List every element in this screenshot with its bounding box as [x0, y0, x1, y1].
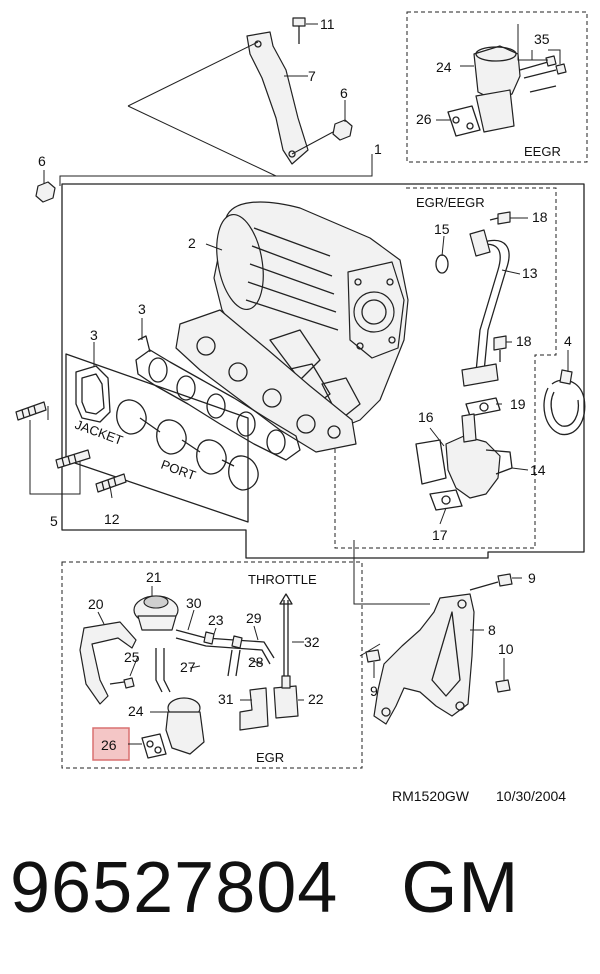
leaders	[43, 23, 569, 745]
callout-26-egr: 26	[101, 737, 117, 753]
callout-27: 27	[180, 659, 196, 675]
gasket-sub-frame	[65, 353, 249, 523]
stud-5-a	[15, 401, 47, 421]
label-eegr: EEGR	[524, 144, 561, 159]
egr-valve-14	[445, 413, 513, 499]
callout-22: 22	[308, 691, 324, 707]
eegr-bolts-35	[519, 55, 567, 93]
callout-32: 32	[304, 634, 320, 650]
bolt-10	[495, 679, 511, 693]
gasket-jacket	[75, 365, 111, 423]
callout-9-right: 9	[528, 570, 536, 586]
callout-31: 31	[218, 691, 234, 707]
callout-12: 12	[104, 511, 120, 527]
brand: GM	[401, 848, 520, 928]
callout-25: 25	[124, 649, 140, 665]
main-assembly-frame	[61, 183, 585, 559]
callout-15: 15	[434, 221, 450, 237]
bracket-7	[246, 31, 309, 165]
gasket-19	[465, 397, 501, 417]
callout-29: 29	[246, 610, 262, 626]
intake-manifold	[175, 201, 409, 453]
callout-19: 19	[510, 396, 526, 412]
callout-5: 5	[50, 513, 58, 529]
callout-1: 1	[374, 141, 382, 157]
gasket-26-inset	[141, 733, 167, 759]
highlight-box-26	[92, 727, 130, 761]
bracket-31	[239, 687, 269, 731]
bolt-25	[109, 677, 135, 689]
bolt-9-a	[469, 573, 513, 591]
callout-23: 23	[208, 612, 224, 628]
gasket-16	[415, 439, 447, 485]
callout-4: 4	[564, 333, 572, 349]
gasket-port	[116, 399, 259, 491]
label-egr: EGR	[256, 750, 284, 765]
bolt-11	[292, 17, 306, 44]
eegr-gasket-26	[447, 105, 481, 137]
projection-lines-8	[353, 540, 430, 657]
callout-17: 17	[432, 527, 448, 543]
callout-10: 10	[498, 641, 514, 657]
bolt-18-mid	[493, 335, 507, 362]
eegr-valve-24	[473, 45, 521, 133]
footer-part-line: 96527804 GM	[10, 852, 519, 924]
gasket-3-upper	[135, 335, 301, 461]
eegr-inset-box	[406, 11, 588, 163]
egr-eegr-box	[334, 187, 557, 549]
nut-6-top	[332, 119, 353, 141]
projection-lines-top	[127, 41, 334, 177]
bolt-9-b	[365, 649, 381, 663]
label-port: PORT	[159, 457, 198, 483]
egr-modulator-21	[133, 595, 179, 631]
solenoid-22	[273, 593, 299, 719]
bolt-18-top	[489, 211, 511, 225]
egr-inset-box	[61, 561, 363, 769]
callout-6-top: 6	[340, 85, 348, 101]
callout-3-lower: 3	[90, 327, 98, 343]
gasket-15	[435, 254, 449, 274]
callout-9-left: 9	[370, 683, 378, 699]
callout-13: 13	[522, 265, 538, 281]
callout-11: 11	[320, 16, 335, 32]
callout-28: 28	[248, 654, 264, 670]
hoses-inset	[155, 629, 275, 693]
callout-2: 2	[188, 235, 196, 251]
callout-24-egr: 24	[128, 703, 144, 719]
egr-valve-24-inset	[165, 697, 205, 755]
part-number: 96527804	[10, 848, 339, 928]
callout-35: 35	[534, 31, 550, 47]
nut-6-left	[35, 181, 56, 203]
bracket-8	[373, 593, 475, 725]
callout-30: 30	[186, 595, 202, 611]
bracket-20	[79, 621, 137, 705]
callout-6-left: 6	[38, 153, 46, 169]
callout-8: 8	[488, 622, 496, 638]
clamp-4	[543, 369, 586, 436]
callout-18-mid: 18	[516, 333, 532, 349]
callout-18-top: 18	[532, 209, 548, 225]
callout-3-upper: 3	[138, 301, 146, 317]
leader-5-bracket	[29, 420, 81, 495]
callout-14: 14	[530, 462, 546, 478]
drawing-date: 10/30/2004	[496, 788, 566, 804]
callout-24-eegr: 24	[436, 59, 452, 75]
egr-pipe-13	[461, 229, 510, 387]
callout-20: 20	[88, 596, 104, 612]
gasket-17	[429, 489, 463, 511]
label-egr-eegr: EGR/EEGR	[416, 195, 485, 210]
stud-5-b	[55, 449, 91, 469]
callout-21: 21	[146, 569, 162, 585]
callout-16: 16	[418, 409, 434, 425]
stud-12	[95, 473, 127, 493]
label-throttle: THROTTLE	[248, 572, 317, 587]
drawing-ref: RM1520GW	[392, 788, 470, 804]
callout-26-eegr: 26	[416, 111, 432, 127]
callout-7: 7	[308, 68, 316, 84]
